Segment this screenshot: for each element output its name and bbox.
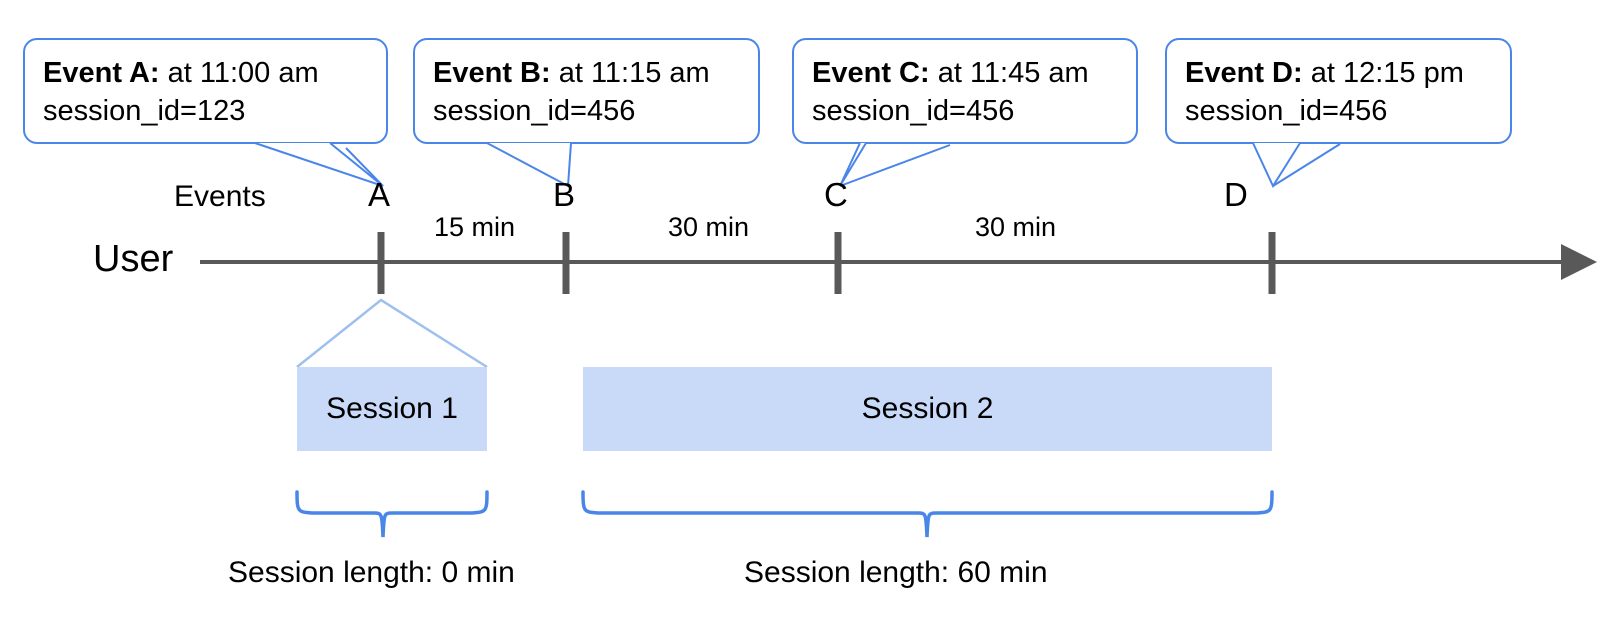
callout-d-time: at 12:15 pm bbox=[1302, 57, 1464, 89]
callout-a-tail-arm bbox=[345, 147, 384, 187]
callout-d-tail bbox=[1252, 142, 1301, 189]
callout-event-d: Event D: at 12:15 pm session_id=456 bbox=[1165, 38, 1512, 144]
callout-a-tail bbox=[254, 142, 384, 187]
session-2-label: Session 2 bbox=[861, 392, 994, 425]
callout-b-time: at 11:15 am bbox=[550, 57, 710, 89]
callout-b-tail bbox=[486, 142, 572, 188]
callout-d-title: Event D: bbox=[1185, 57, 1303, 89]
callout-b-line1: Event B: at 11:15 am bbox=[433, 54, 740, 92]
callout-c-line2: session_id=456 bbox=[812, 95, 1015, 127]
callout-c-title: Event C: bbox=[812, 57, 930, 89]
tick-label-d: D bbox=[1224, 176, 1248, 213]
callout-b-title: Event B: bbox=[433, 57, 551, 89]
callout-a-line1: Event A: at 11:00 am bbox=[43, 54, 368, 92]
session2-brace bbox=[581, 490, 1274, 538]
duration-label-ab: 15 min bbox=[434, 212, 516, 242]
callout-a-line2: session_id=123 bbox=[43, 95, 246, 127]
callout-d-line2: session_id=456 bbox=[1185, 95, 1388, 127]
callout-event-b: Event B: at 11:15 am session_id=456 bbox=[413, 38, 760, 144]
session-2-length-label: Session length: 60 min bbox=[744, 556, 1048, 589]
session-1-label: Session 1 bbox=[326, 392, 458, 425]
callout-b-line2: session_id=456 bbox=[433, 95, 636, 127]
callout-d-line1: Event D: at 12:15 pm bbox=[1185, 54, 1492, 92]
callout-c-tail-arm bbox=[839, 144, 951, 187]
tick-label-c: C bbox=[824, 176, 848, 213]
callout-event-a: Event A: at 11:00 am session_id=123 bbox=[23, 38, 388, 144]
callout-event-c: Event C: at 11:45 am session_id=456 bbox=[792, 38, 1138, 144]
session1-tent bbox=[296, 298, 488, 369]
callout-a-time: at 11:00 am bbox=[159, 57, 319, 89]
tick-label-b: B bbox=[553, 176, 576, 213]
callout-c-line1: Event C: at 11:45 am bbox=[812, 54, 1118, 92]
user-axis-label: User bbox=[93, 238, 174, 280]
duration-label-cd: 30 min bbox=[975, 212, 1057, 242]
callout-a-title: Event A: bbox=[43, 57, 160, 89]
callout-c-time: at 11:45 am bbox=[929, 57, 1089, 89]
session-1-length-label: Session length: 0 min bbox=[228, 556, 515, 589]
callout-d-tail-arm bbox=[1272, 143, 1341, 187]
session1-brace bbox=[295, 490, 489, 538]
tick-label-a: A bbox=[368, 176, 391, 213]
events-axis-label: Events bbox=[174, 180, 266, 213]
duration-label-bc: 30 min bbox=[668, 212, 750, 242]
session-2-box: Session 2 bbox=[583, 367, 1272, 451]
session-1-box: Session 1 bbox=[297, 367, 487, 451]
